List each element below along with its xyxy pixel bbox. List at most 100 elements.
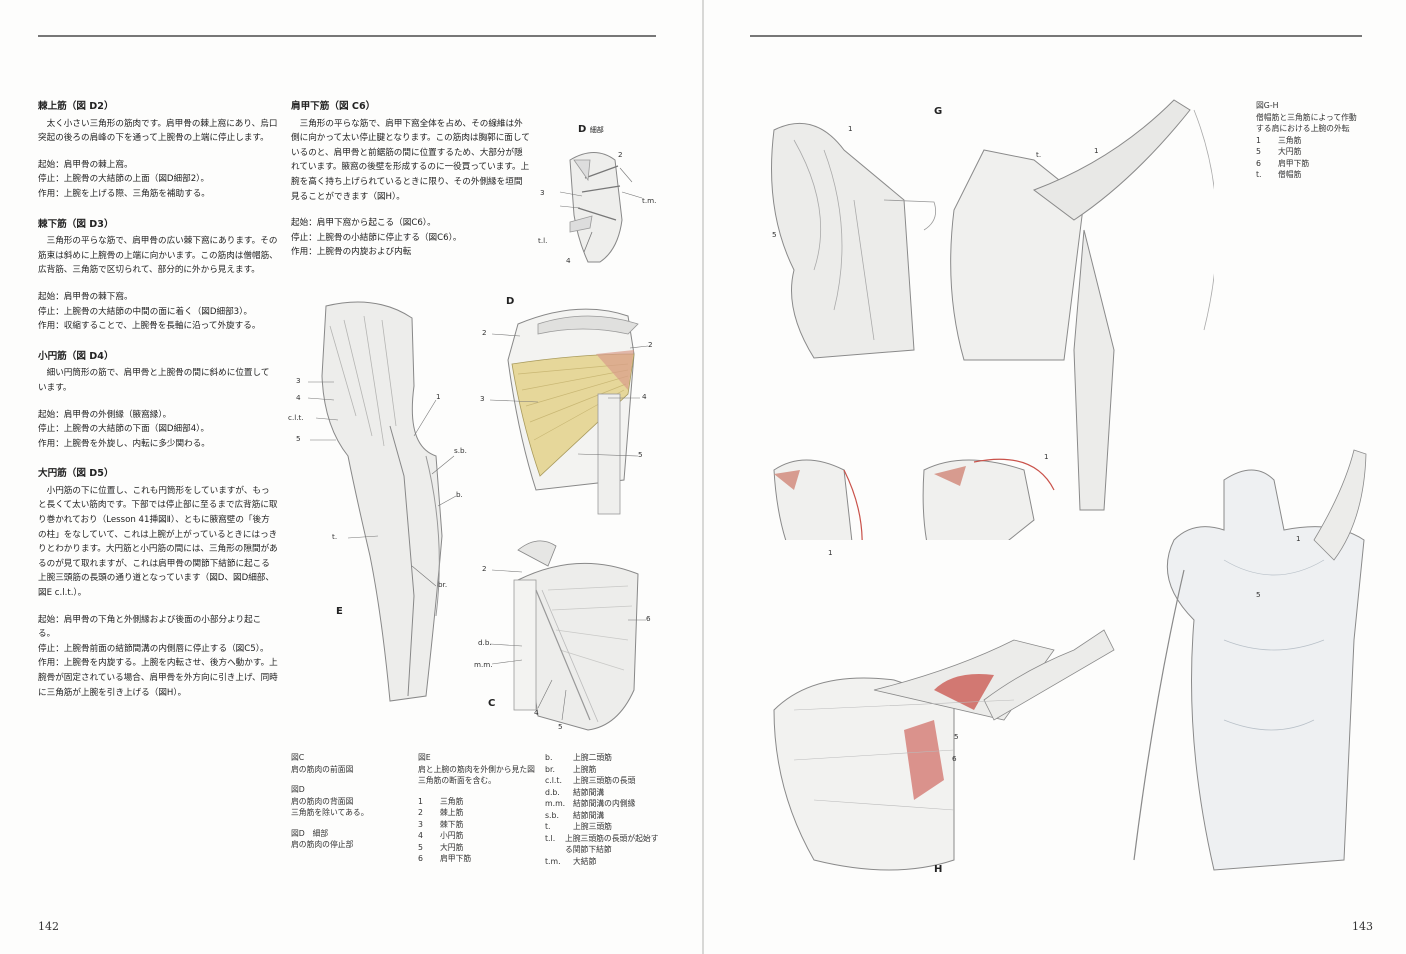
- figure-h: 1 1 5 5 6 1 H: [754, 440, 1374, 900]
- section-supraspinatus: 棘上筋（図 D2） 太く小さい三角形の筋肉です。肩甲骨の棘上窩にあり、烏口突起の…: [38, 100, 278, 202]
- figure-label: br.: [438, 580, 448, 589]
- figure-label: t.: [332, 532, 338, 541]
- section-title: 棘上筋（図 D2）: [38, 101, 114, 112]
- figure-label: t.: [1036, 150, 1042, 159]
- caption-title: 図D 細部: [291, 828, 329, 838]
- figure-g: G 1 5 t. 1: [734, 90, 1214, 540]
- figure-d: D 2 2 3 4 5: [478, 294, 658, 524]
- origin-text: 起始：肩甲骨の下角と外側縁および後面の小部分より起こる。: [38, 614, 262, 640]
- figure-letter: D: [578, 124, 587, 135]
- action-text: 作用：収縮することで、上腕骨を長軸に沿って外旋する。: [38, 321, 261, 332]
- action-text: 作用：上腕骨を内旋する。上腕を内転させ、後方へ動かす。上腕骨が固定されている場合…: [38, 658, 278, 698]
- abbr-item: m.m.結節間溝の内側縁: [545, 799, 636, 808]
- page-number: 143: [1352, 920, 1373, 933]
- figure-label: t.l.: [538, 236, 548, 245]
- action-text: 作用：上腕を上げる際、三角筋を補助する。: [38, 188, 210, 199]
- abbr-item: t.m.大結節: [545, 856, 597, 866]
- action-text: 作用：上腕骨を外旋し、内転に多少関わる。: [38, 438, 210, 449]
- caption-line: 三角筋の断面を含む。: [418, 776, 496, 785]
- figure-label: m.m.: [474, 660, 493, 669]
- caption-line: 肩の筋肉の停止部: [291, 840, 354, 849]
- left-page: 棘上筋（図 D2） 太く小さい三角形の筋肉です。肩甲骨の棘上窩にあり、烏口突起の…: [0, 0, 702, 954]
- figure-sub: 細部: [589, 126, 604, 134]
- figure-letter: C: [488, 698, 496, 709]
- caption-line: 肩の筋肉の背面図: [291, 796, 354, 806]
- insertion-text: 停止：上腕骨前面の結節間溝の内側唇に停止する（図C5）。: [38, 643, 269, 654]
- origin-text: 起始：肩甲骨の棘下窩。: [38, 291, 133, 302]
- insertion-text: 停止：上腕骨の大結節の上面（図D細部2）。: [38, 174, 210, 185]
- caption-line: 肩と上腕の筋肉を外側から見た図: [418, 764, 535, 774]
- arm-lateral-illustration: [307, 301, 457, 702]
- figure-label: 5: [772, 230, 777, 239]
- anterior-scapula-illustration: [489, 540, 646, 731]
- figure-label: 5: [954, 732, 959, 741]
- abbr-item: c.l.t.上腕三頭筋の長頭: [545, 776, 636, 785]
- abbr-item: t.l.上腕三頭筋の長頭が起始する関節下結節: [545, 833, 659, 855]
- figure-label: 1: [848, 124, 853, 133]
- section-body: 太く小さい三角形の筋肉です。肩甲骨の棘上窩にあり、烏口突起の後ろの肩峰の下を通っ…: [38, 118, 278, 144]
- figure-label: 2: [618, 150, 623, 159]
- figure-label: 3: [296, 376, 301, 385]
- text-column-2: 肩甲下筋（図 C6） 三角形の平らな筋で、肩甲下窩全体を占め、その線維は外側に向…: [291, 100, 531, 260]
- figure-letter: G: [934, 106, 943, 117]
- shoulder-insertion-illustration: [559, 152, 643, 263]
- figure-d-detail: D 細部 2 3 t.m. t.l. 4: [530, 120, 660, 280]
- figure-label: 4: [296, 393, 301, 402]
- legend-item: t.僧帽筋: [1256, 170, 1302, 179]
- section-teres-major: 大円筋（図 D5） 小円筋の下に位置し、これも円筒形をしていますが、もっと長くて…: [38, 467, 278, 700]
- caption-title: 図D: [291, 785, 305, 794]
- figure-label: 2: [482, 328, 487, 337]
- figure-label: 4: [534, 708, 539, 717]
- section-subscapularis: 肩甲下筋（図 C6） 三角形の平らな筋で、肩甲下窩全体を占め、その線維は外側に向…: [291, 100, 531, 260]
- figure-label: 6: [646, 614, 651, 623]
- figure-label: 6: [952, 754, 957, 763]
- figure-label: b.: [456, 490, 463, 499]
- figure-label: 3: [540, 188, 545, 197]
- figure-c: 2 6 d.b. m.m. 4 5 C: [474, 530, 658, 740]
- abbr-item: t.上腕三頭筋: [545, 822, 612, 831]
- figure-label: s.b.: [454, 446, 467, 455]
- origin-text: 起始：肩甲骨の棘上窩。: [38, 159, 133, 170]
- section-body: 細い円筒形の筋で、肩甲骨と上腕骨の間に斜めに位置しています。: [38, 368, 270, 393]
- page-number: 142: [38, 920, 59, 933]
- action-text: 作用：上腕骨の内旋および内転: [291, 247, 412, 258]
- insertion-text: 停止：上腕骨の大結節の下面（図D細部4）。: [38, 424, 210, 435]
- section-teres-minor: 小円筋（図 D4） 細い円筒形の筋で、肩甲骨と上腕骨の間に斜めに位置しています。…: [38, 350, 278, 452]
- insertion-text: 停止：上腕骨の小結節に停止する（図C6）。: [291, 232, 462, 243]
- section-body: 小円筋の下に位置し、これも円筒形をしていますが、もっと長くて太い筋肉です。下部で…: [38, 485, 278, 599]
- caption-line: 肩の筋肉の前面図: [291, 764, 354, 774]
- section-title: 小円筋（図 D4）: [38, 350, 114, 362]
- figure-label: 5: [296, 434, 301, 443]
- abbr-item: br.上腕筋: [545, 764, 597, 774]
- origin-text: 起始：肩甲骨の外側縁（腋窩縁）。: [38, 409, 172, 420]
- figure-letter: H: [934, 864, 943, 875]
- header-rule: [750, 35, 1362, 37]
- figure-label: 1: [1094, 146, 1099, 155]
- abbr-item: d.b.結節間溝: [545, 787, 605, 797]
- figure-letter: D: [506, 296, 515, 307]
- figure-label: 5: [558, 722, 563, 731]
- figure-label: 1: [1044, 452, 1049, 461]
- caption-line: 僧帽筋と三角筋によって作動: [1256, 112, 1357, 122]
- caption-line: する肩における上腕の外転: [1256, 124, 1350, 133]
- figure-label: 2: [648, 340, 653, 349]
- figure-label: t.m.: [642, 196, 657, 205]
- abbr-item: b.上腕二頭筋: [545, 753, 612, 762]
- caption-line: 三角筋を除いてある。: [291, 808, 369, 817]
- posterior-shoulder-illustration: [489, 308, 649, 515]
- figure-label: 2: [482, 564, 487, 573]
- origin-text: 起始：肩甲下窩から起こる（図C6）。: [291, 218, 436, 229]
- captions-col-c: b.上腕二頭筋 br.上腕筋 c.l.t.上腕三頭筋の長頭 d.b.結節間溝 m…: [545, 752, 665, 867]
